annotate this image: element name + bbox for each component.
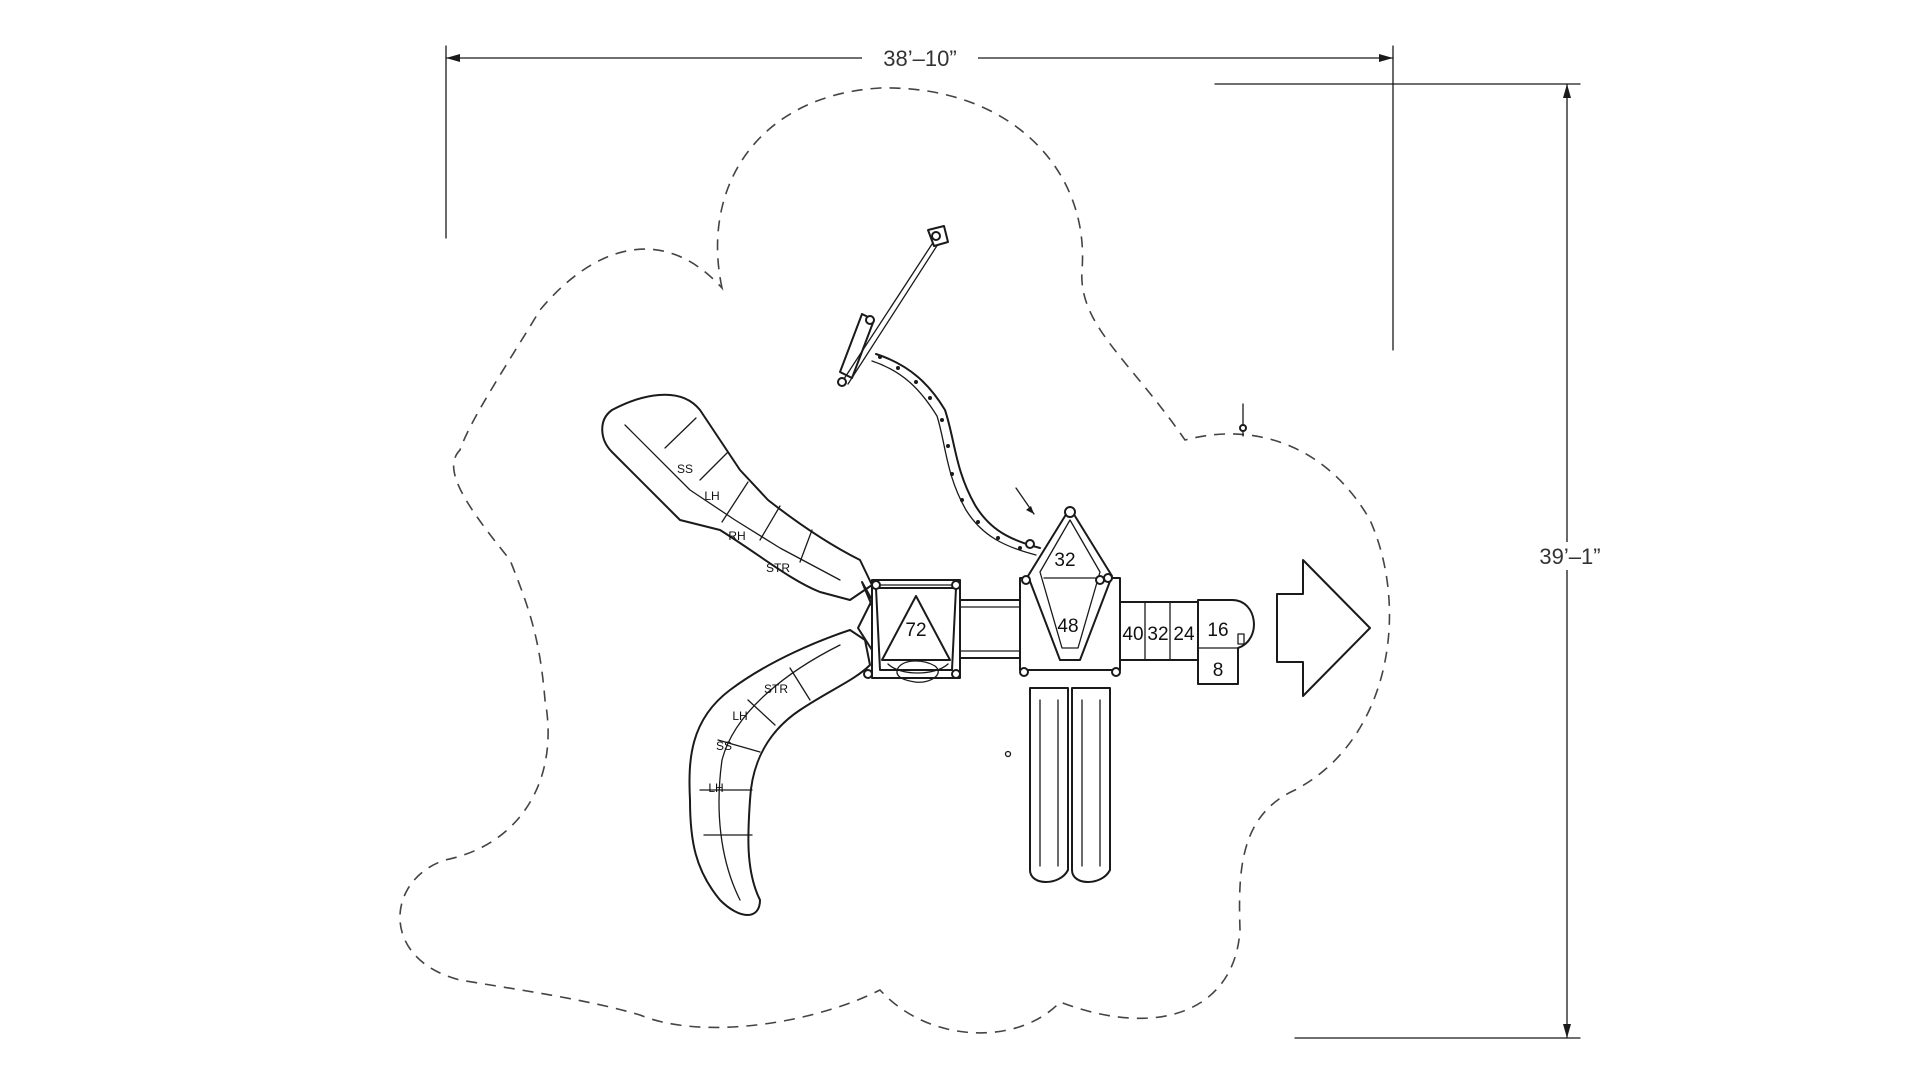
slide-tag-str: STR <box>764 682 788 696</box>
step-height-16: 16 <box>1207 620 1228 641</box>
welcome-sign-post <box>1239 403 1247 437</box>
gemini-slide-lower: STR LH SS LH <box>688 629 871 916</box>
slide-tag-str: STR <box>766 561 790 575</box>
deck-48-32-with-roof: 32 48 <box>1019 506 1121 677</box>
width-dimension-label: 38’–10” <box>883 46 956 71</box>
step-height-32: 32 <box>1147 624 1168 645</box>
ascent-rock <box>896 660 939 683</box>
slide-tag-ss: SS <box>716 739 732 753</box>
deck-link-bridge <box>959 599 1021 659</box>
deck-height-72: 72 <box>905 620 926 641</box>
slide-tag-lh: LH <box>732 709 747 723</box>
accessible-route-arrow <box>1276 559 1371 697</box>
use-zone-boundary <box>399 87 1391 1034</box>
step-height-40: 40 <box>1122 624 1143 645</box>
gemini-slide-upper: SS LH RH STR <box>601 393 873 601</box>
height-dimension-label: 39’–1” <box>1539 544 1600 569</box>
deck-72-with-roof: 72 <box>857 579 961 679</box>
step-height-24: 24 <box>1173 624 1195 645</box>
transfer-steps-module: 40 32 24 16 8 <box>1119 599 1255 685</box>
deck-height-48: 48 <box>1057 616 1078 637</box>
step-height-8: 8 <box>1213 660 1224 681</box>
slide-tag-ss: SS <box>677 462 693 476</box>
slide-tag-lh: LH <box>704 489 719 503</box>
s-ring-bridge <box>871 353 1041 556</box>
dimension-lines: 38’–10” 39’–1” <box>445 45 1620 1039</box>
slide-tag-lh: LH <box>708 781 723 795</box>
chinning-bar-rail <box>837 225 949 387</box>
slide-tag-rh: RH <box>728 529 745 543</box>
deck-height-32: 32 <box>1054 550 1075 571</box>
double-poly-wave-slide <box>1004 687 1111 883</box>
